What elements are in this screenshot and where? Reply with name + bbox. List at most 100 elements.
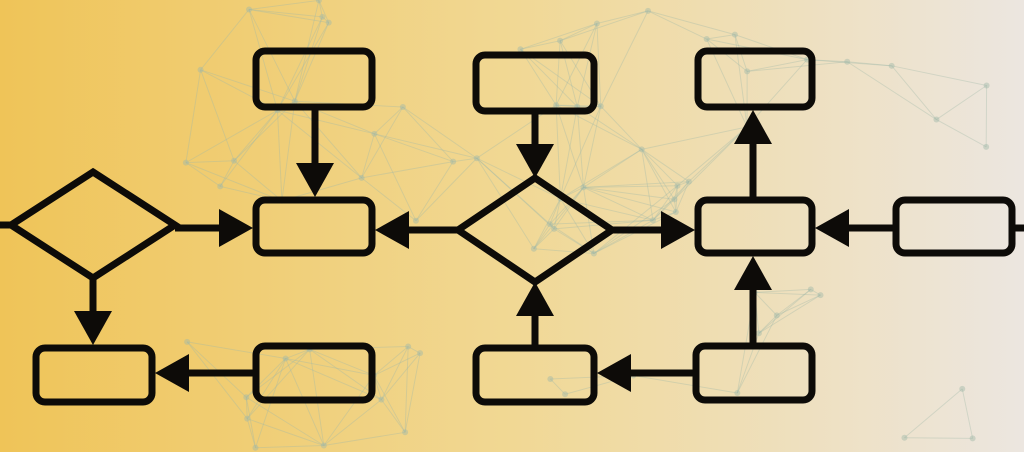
network-link bbox=[374, 133, 454, 163]
network-link bbox=[600, 105, 643, 150]
network-node bbox=[672, 209, 679, 216]
network-link bbox=[747, 59, 808, 72]
network-link bbox=[533, 198, 561, 249]
network-link bbox=[549, 187, 584, 225]
network-link bbox=[233, 160, 283, 202]
network-link bbox=[533, 223, 551, 250]
network-node bbox=[590, 250, 597, 257]
network-link bbox=[675, 181, 690, 213]
network-node bbox=[325, 19, 332, 26]
process-node-b9 bbox=[472, 344, 598, 406]
network-link bbox=[255, 444, 324, 449]
network-link bbox=[285, 358, 382, 401]
network-link bbox=[583, 186, 676, 213]
network-node bbox=[671, 196, 678, 203]
arrowhead-icon bbox=[296, 163, 334, 197]
arrowhead-icon bbox=[516, 282, 554, 316]
network-node bbox=[685, 178, 692, 185]
decision-node-d2 bbox=[451, 173, 619, 287]
network-link bbox=[380, 346, 409, 400]
network-link bbox=[323, 431, 406, 446]
network-link bbox=[754, 288, 811, 293]
network-link bbox=[373, 133, 417, 221]
network-node bbox=[959, 385, 966, 392]
network-link bbox=[185, 160, 235, 164]
network-node bbox=[983, 143, 990, 150]
network-link bbox=[549, 223, 555, 230]
network-node bbox=[244, 415, 251, 422]
network-link bbox=[186, 341, 248, 419]
network-link bbox=[407, 346, 421, 354]
network-node bbox=[580, 184, 587, 191]
network-link bbox=[248, 9, 278, 111]
arrowhead-icon bbox=[155, 354, 189, 392]
network-link bbox=[200, 69, 235, 161]
network-link bbox=[734, 34, 808, 61]
network-link bbox=[361, 133, 375, 179]
network-node bbox=[231, 157, 238, 164]
network-link bbox=[550, 378, 566, 395]
network-link bbox=[285, 358, 375, 376]
network-link bbox=[891, 65, 937, 120]
network-link bbox=[185, 69, 202, 163]
network-link bbox=[641, 149, 675, 200]
network-link bbox=[533, 187, 584, 250]
network-link bbox=[652, 185, 678, 221]
network-link bbox=[582, 106, 602, 188]
network-link bbox=[520, 40, 561, 50]
arrowhead-icon bbox=[516, 144, 554, 178]
network-node bbox=[731, 31, 738, 38]
network-node bbox=[645, 7, 652, 14]
network-link bbox=[673, 185, 678, 200]
network-node bbox=[562, 391, 569, 398]
network-node bbox=[933, 116, 940, 123]
network-link bbox=[248, 9, 296, 102]
network-link bbox=[736, 315, 778, 394]
network-link bbox=[233, 109, 278, 162]
arrowhead-icon bbox=[375, 211, 409, 249]
network-node bbox=[807, 286, 814, 293]
network-link bbox=[533, 228, 555, 250]
network-node bbox=[282, 355, 289, 362]
network-node bbox=[547, 375, 554, 382]
arrowhead-icon bbox=[597, 354, 631, 392]
process-node-b8 bbox=[252, 342, 376, 404]
network-link bbox=[754, 292, 778, 316]
network-link bbox=[219, 109, 278, 187]
network-link bbox=[361, 161, 454, 179]
network-node bbox=[969, 435, 976, 442]
network-link bbox=[652, 181, 690, 221]
network-link bbox=[246, 418, 256, 448]
network-link bbox=[549, 198, 561, 225]
network-link bbox=[187, 341, 286, 360]
network-link bbox=[673, 199, 677, 213]
network-node bbox=[553, 102, 560, 109]
network-link bbox=[276, 110, 283, 201]
network-link bbox=[402, 106, 454, 162]
network-link bbox=[641, 148, 678, 187]
network-link bbox=[647, 10, 707, 40]
network-link bbox=[904, 388, 963, 439]
network-link bbox=[677, 126, 748, 187]
network-link bbox=[200, 9, 250, 71]
network-node bbox=[184, 338, 191, 345]
arrowhead-icon bbox=[734, 256, 772, 290]
network-link bbox=[185, 109, 278, 164]
network-link bbox=[294, 16, 323, 102]
network-node bbox=[473, 155, 480, 162]
network-node bbox=[320, 442, 327, 449]
network-node bbox=[517, 46, 524, 53]
network-link bbox=[277, 109, 375, 135]
network-link bbox=[675, 185, 678, 213]
network-node bbox=[371, 130, 378, 137]
network-node bbox=[291, 98, 298, 105]
network-link bbox=[706, 38, 748, 72]
network-link bbox=[758, 315, 778, 334]
network-node bbox=[817, 292, 824, 299]
network-link bbox=[633, 374, 738, 394]
network-node bbox=[319, 13, 326, 20]
network-node bbox=[888, 62, 895, 69]
network-link bbox=[596, 10, 649, 25]
